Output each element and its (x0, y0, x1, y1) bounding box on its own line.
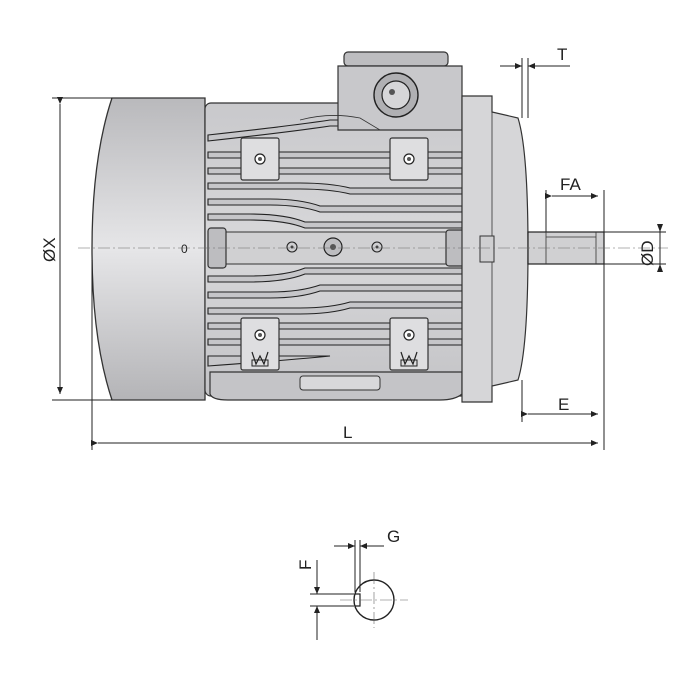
label-d: ØD (638, 241, 657, 267)
label-l: L (343, 423, 352, 442)
dimension-length-l: L (91, 260, 605, 450)
mounting-block-top-right (389, 137, 429, 181)
dimension-shaft-diameter-d: ØD (604, 224, 666, 272)
motor-side-view: 0 (91, 51, 605, 403)
dimension-fa: FA (545, 175, 605, 232)
mounting-block-bottom-right (389, 317, 429, 371)
label-fa: FA (560, 175, 581, 194)
label-f: F (296, 560, 315, 570)
terminal-box (299, 51, 463, 131)
mounting-block-bottom-left (240, 317, 280, 371)
drive-end-flange (461, 95, 529, 403)
label-t: T (557, 45, 567, 64)
center-mark: 0 (181, 242, 188, 256)
label-e: E (558, 395, 569, 414)
dimension-shaft-length-e: E (521, 380, 598, 422)
mounting-block-top-left (240, 137, 280, 181)
label-x: ØX (40, 237, 59, 262)
dimension-t: T (500, 45, 570, 118)
label-g: G (387, 527, 400, 546)
shaft-section-view: G F (296, 527, 408, 640)
dimension-diameter-x: ØX (40, 97, 112, 401)
fan-cover (91, 97, 206, 401)
